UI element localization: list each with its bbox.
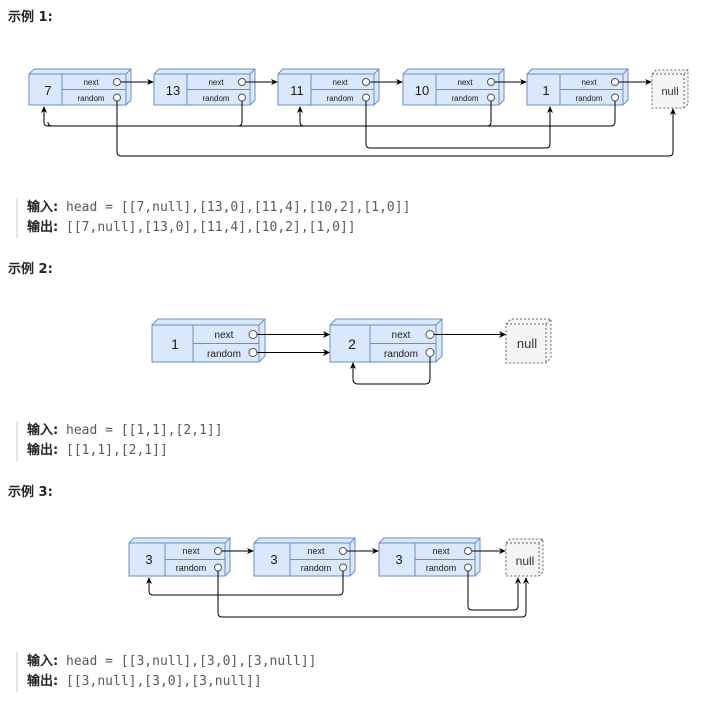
random-field-label: random (575, 94, 602, 103)
random-field-label: random (451, 94, 478, 103)
example-1-io: 输入: head = [[7,null],[13,0],[11,4],[10,2… (16, 198, 704, 238)
next-field-label: next (432, 546, 450, 556)
next-field-label: next (392, 330, 411, 341)
list-node: 3 next random (128, 537, 231, 577)
input-line: 输入: head = [[7,null],[13,0],[11,4],[10,2… (27, 198, 704, 218)
list-node: 10 next random (402, 68, 505, 106)
random-field-label: random (301, 563, 332, 573)
input-value: head = [[1,1],[2,1]] (66, 423, 223, 438)
null-label: null (516, 554, 535, 568)
node-value: 3 (145, 552, 152, 567)
next-field-label: next (83, 78, 99, 87)
next-field-label: next (215, 330, 234, 341)
output-label: 输出: (27, 443, 59, 458)
input-label: 输入: (27, 423, 59, 438)
random-field-label: random (326, 94, 353, 103)
node-value: 2 (348, 336, 356, 352)
next-field-label: next (457, 78, 473, 87)
input-value: head = [[7,null],[13,0],[11,4],[10,2],[1… (66, 200, 411, 215)
example-2-diagram: 1 next random 2 next random null (0, 300, 704, 400)
random-field-label: random (384, 349, 418, 360)
example-3-title: 示例 3: (8, 485, 53, 500)
random-field-label: random (426, 563, 457, 573)
next-field-label: next (182, 546, 200, 556)
list-node: 2 next random (329, 318, 443, 363)
input-line: 输入: head = [[3,null],[3,0],[3,null]] (27, 652, 704, 672)
null-label: null (517, 336, 537, 351)
list-node: 3 next random (253, 537, 356, 577)
node-value: 13 (166, 83, 180, 98)
node-value: 3 (270, 552, 277, 567)
input-line: 输入: head = [[1,1],[2,1]] (27, 421, 704, 441)
null-node: null (505, 318, 552, 364)
example-3-diagram: 3 next random 3 next random 3 next rando… (0, 520, 704, 630)
list-node: 11 next random (277, 68, 380, 106)
output-line: 输出: [[3,null],[3,0],[3,null]] (27, 672, 704, 692)
list-node: 13 next random (153, 68, 256, 106)
output-value: [[1,1],[2,1]] (66, 443, 168, 458)
next-field-label: next (307, 546, 325, 556)
list-node: 1 next random (151, 318, 266, 363)
next-field-label: next (208, 78, 224, 87)
random-field-label: random (202, 94, 229, 103)
output-line: 输出: [[7,null],[13,0],[11,4],[10,2],[1,0]… (27, 218, 704, 238)
example-2-io: 输入: head = [[1,1],[2,1]] 输出: [[1,1],[2,1… (16, 421, 704, 461)
input-value: head = [[3,null],[3,0],[3,null]] (66, 654, 317, 669)
node-value: 11 (290, 83, 304, 98)
node-value: 3 (395, 552, 402, 567)
node-value: 1 (171, 336, 179, 352)
next-field-label: next (581, 78, 597, 87)
output-line: 输出: [[1,1],[2,1]] (27, 441, 704, 461)
list-node: 7 next random (28, 68, 132, 106)
next-field-label: next (332, 78, 348, 87)
node-value: 1 (542, 83, 549, 98)
list-node: 3 next random (378, 537, 481, 577)
output-label: 输出: (27, 674, 59, 689)
output-value: [[7,null],[13,0],[11,4],[10,2],[1,0]] (66, 220, 356, 235)
random-field-label: random (176, 563, 207, 573)
input-label: 输入: (27, 654, 59, 669)
input-label: 输入: (27, 200, 59, 215)
example-1-diagram: 7 next random 13 next random 11 next ran… (0, 0, 704, 175)
random-field-label: random (77, 94, 104, 103)
output-label: 输出: (27, 220, 59, 235)
list-node: 1 next random (526, 68, 629, 106)
output-value: [[3,null],[3,0],[3,null]] (66, 674, 262, 689)
null-node: null (651, 69, 689, 109)
random-field-label: random (207, 349, 241, 360)
example-1-title: 示例 1: (8, 10, 53, 25)
example-2-title: 示例 2: (8, 262, 53, 277)
node-value: 7 (44, 83, 51, 98)
null-label: null (661, 86, 678, 98)
example-3-io: 输入: head = [[3,null],[3,0],[3,null]] 输出:… (16, 652, 704, 692)
null-node: null (505, 538, 544, 577)
node-value: 10 (415, 83, 429, 98)
